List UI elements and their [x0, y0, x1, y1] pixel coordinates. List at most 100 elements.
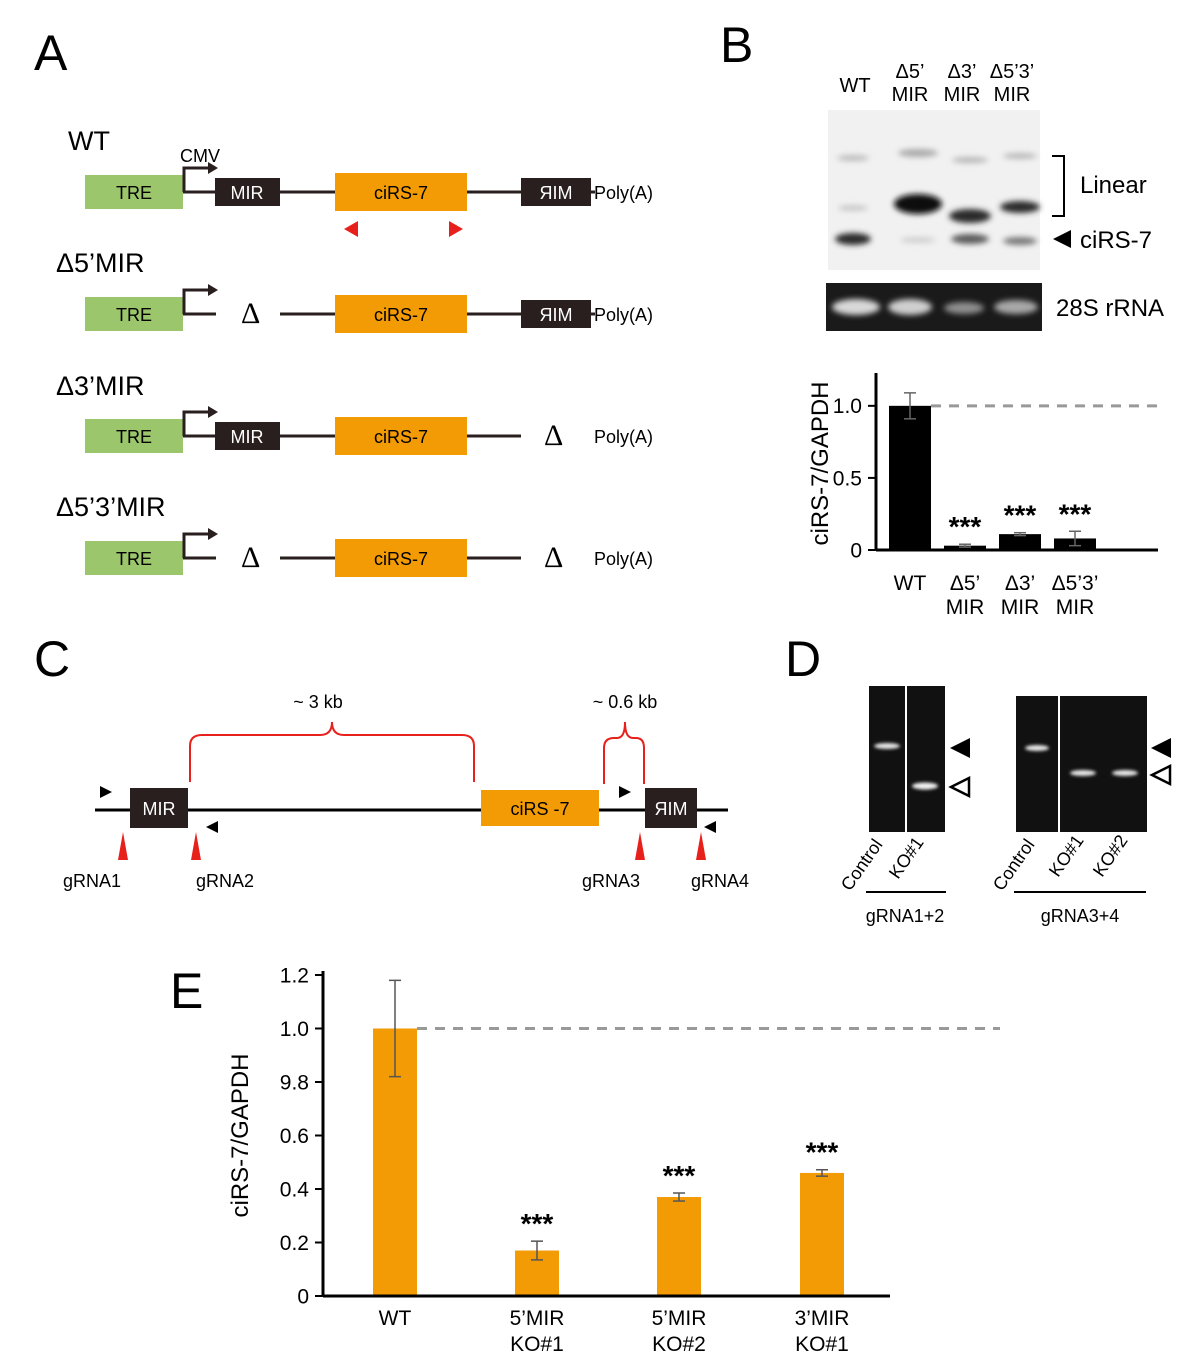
polya-label-d53: Poly(A): [594, 549, 653, 569]
significance-label-2: ***: [663, 1160, 696, 1191]
mir5-box-d3: [215, 422, 280, 450]
significance-label-3: ***: [806, 1137, 839, 1168]
circ-box-wt: [335, 173, 467, 211]
span-label-06kb: ~ 0.6 kb: [593, 692, 658, 712]
lane-label-d5-sub: MIR: [892, 84, 929, 106]
grna1-label: gRNA1: [63, 871, 121, 891]
lane-label-d53: Δ5’3’: [990, 61, 1035, 83]
panel-letter-b: B: [720, 17, 753, 73]
mir-right-label: MIR: [655, 799, 688, 819]
y-axis-label: ciRS-7/GAPDH: [807, 381, 834, 545]
promoter-arrow-head-d5: [208, 284, 218, 296]
circ-label-d53: ciRS-7: [374, 549, 428, 569]
mir5-box-wt: [215, 178, 280, 206]
band-d5-upper: [898, 149, 938, 157]
category-label-1-1: KO#1: [510, 1333, 564, 1356]
promoter-arrow-head-d3: [208, 406, 218, 418]
circ-label-d3: ciRS-7: [374, 427, 428, 447]
panel-b-bar-chart: WT***Δ5’MIR***Δ3’MIR***Δ5’3’MIR00.51.0ci…: [807, 373, 1158, 619]
y-tick-label-3: 0.6: [280, 1125, 309, 1148]
band-d3-upper: [952, 157, 988, 163]
rrna-band-d53: [994, 300, 1038, 314]
significance-label-2: ***: [1004, 500, 1037, 531]
lane-label-d53-sub: MIR: [994, 84, 1031, 106]
linear-label: Linear: [1080, 172, 1147, 199]
bar-3: [800, 1172, 844, 1296]
tre-label-d5: TRE: [116, 305, 152, 325]
y-tick-label-1: 0.5: [833, 467, 862, 490]
gel1-lane-ko1: KO#1: [885, 833, 928, 882]
linear-bracket: [1052, 155, 1065, 217]
cmv-label: CMV: [180, 146, 220, 166]
mir3-box-d5: [521, 300, 591, 328]
mir3-label-d5: MIR: [540, 305, 573, 325]
mir-left-box: [130, 788, 188, 828]
mir-left-label: MIR: [143, 799, 176, 819]
rrna-band-wt: [832, 299, 880, 315]
tre-box-wt: [85, 175, 183, 209]
grna3-marker-icon: [635, 832, 645, 860]
construct-name-d3: Δ3’MIR: [56, 371, 145, 401]
delta3-label-d3: Δ: [544, 419, 563, 452]
promoter-arrow-d53: [182, 532, 210, 558]
mir-right-box: [645, 788, 697, 828]
rrna-bands: [832, 299, 1038, 315]
bar-2: [999, 534, 1041, 550]
category-label-3-0: 3’MIR: [795, 1307, 850, 1330]
gel2-band-ko2: [1112, 770, 1138, 776]
primer-forward-1-icon: [100, 786, 112, 798]
primer-reverse-2-icon: [704, 821, 716, 833]
blot-image: [828, 110, 1040, 270]
lane-label-d3: Δ3’: [948, 61, 977, 83]
y-tick-label-0: 0: [297, 1285, 309, 1308]
span-label-3kb: ~ 3 kb: [293, 692, 343, 712]
mir5-label-wt: MIR: [231, 183, 264, 203]
panel-e-bar-chart: WT***5’MIRKO#1***5’MIRKO#2***3’MIRKO#100…: [227, 964, 1000, 1356]
promoter-arrow-head-wt: [208, 162, 218, 174]
y-axis-label: ciRS-7/GAPDH: [227, 1053, 254, 1217]
y-tick-label-4: 9.8: [280, 1071, 309, 1094]
significance-label-1: ***: [949, 511, 982, 542]
category-label-1-0: Δ5’: [950, 572, 980, 595]
band-d53-circ: [1003, 237, 1037, 245]
promoter-arrow-head-d53: [208, 528, 218, 540]
primer-right-icon: [449, 221, 463, 237]
y-tick-label-6: 1.2: [280, 964, 309, 987]
primer-reverse-1-icon: [206, 821, 218, 833]
y-tick-label-1: 0.2: [280, 1232, 309, 1255]
panel-letter-e: E: [170, 963, 203, 1019]
gel2-band-ko1: [1070, 770, 1096, 776]
circ-box-d53: [335, 539, 467, 577]
grna1-marker-icon: [118, 832, 128, 860]
gel2-lane-control: Control: [989, 835, 1039, 894]
ko-band-arrow-icon: [948, 775, 971, 799]
grna3-label: gRNA3: [582, 871, 640, 891]
delta3-label-d53: Δ: [544, 541, 563, 574]
panel-letter-a: A: [34, 25, 68, 81]
circ-label-wt: ciRS-7: [374, 183, 428, 203]
y-tick-label-2: 1.0: [833, 395, 862, 418]
span-bracket-3kb: [189, 721, 475, 782]
category-label-0-0: WT: [894, 572, 927, 595]
tre-label-wt: TRE: [116, 183, 152, 203]
bar-2: [657, 1197, 701, 1296]
category-label-2-0: 5’MIR: [652, 1307, 707, 1330]
gel2-lane-ko2: KO#2: [1089, 831, 1132, 880]
blot-bands: [835, 149, 1040, 245]
gel2-group-label: gRNA3+4: [1041, 906, 1120, 926]
significance-label-1: ***: [521, 1208, 554, 1239]
wt-band-arrow-2-icon: [1151, 738, 1171, 758]
band-wt-linear: [837, 155, 869, 161]
band-d53-linear: [1000, 201, 1040, 213]
band-d3-linear: [949, 209, 991, 223]
circ-label-c: ciRS -7: [510, 799, 569, 819]
grna4-label: gRNA4: [691, 871, 749, 891]
polya-label-d3: Poly(A): [594, 427, 653, 447]
grna2-label: gRNA2: [196, 871, 254, 891]
category-label-3-0: Δ5’3’: [1052, 572, 1099, 595]
lane-label-d3-sub: MIR: [944, 84, 981, 106]
grna2-marker-icon: [191, 832, 201, 860]
ko-band-arrow-2-icon: [1149, 763, 1172, 787]
gel1-lane-control: Control: [837, 835, 887, 894]
